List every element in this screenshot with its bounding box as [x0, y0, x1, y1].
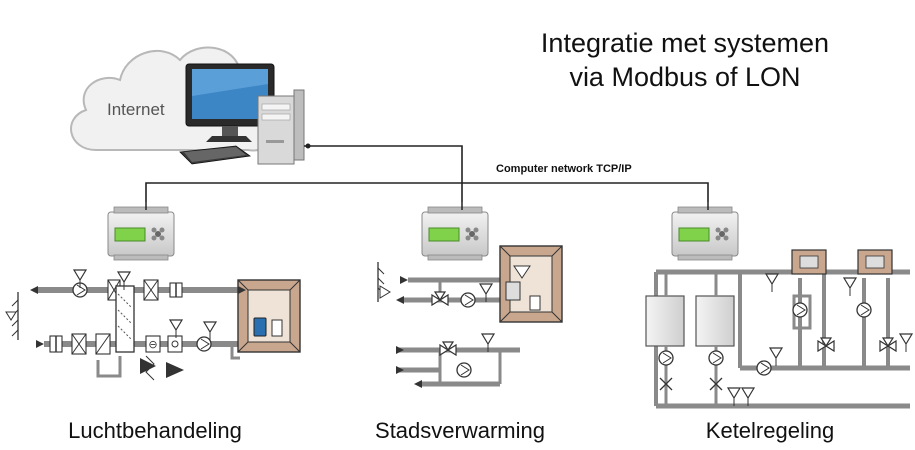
caption-air-handling: Luchtbehandeling	[68, 418, 242, 443]
boiler-control-schematic	[645, 249, 913, 409]
computer-workstation	[179, 63, 305, 165]
caption-district-heating: Stadsverwarming	[375, 418, 545, 443]
internet-label: Internet	[107, 100, 165, 119]
svg-text:⊖: ⊖	[148, 339, 157, 351]
controller-2	[421, 206, 489, 261]
controller-3	[671, 206, 739, 261]
air-handling-schematic: ⊖	[5, 269, 301, 381]
title-line-2: via Modbus of LON	[569, 62, 801, 92]
controller-1	[107, 206, 175, 261]
network-label: Computer network TCP/IP	[496, 163, 632, 175]
title-line-1: Integratie met systemen	[540, 28, 830, 58]
district-heating-schematic	[377, 245, 563, 388]
network-bus	[145, 143, 709, 202]
controller-drops	[145, 202, 709, 210]
diagram-title: Integratie met systemen via Modbus of LO…	[505, 26, 865, 94]
caption-boiler-control: Ketelregeling	[705, 418, 835, 443]
